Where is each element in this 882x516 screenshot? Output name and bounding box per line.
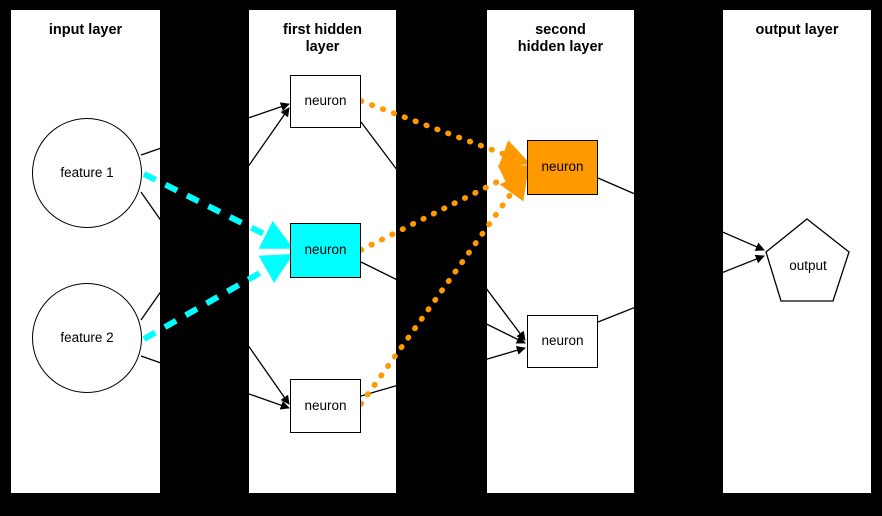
panel-title-first-hidden-layer: first hidden layer xyxy=(283,22,362,55)
node-hidden1-neuron-3[interactable] xyxy=(290,379,361,433)
node-hidden2-neuron-1[interactable] xyxy=(527,140,598,195)
panel-output-layer xyxy=(723,10,871,493)
panel-second-hidden-layer xyxy=(487,10,634,493)
panel-input-layer xyxy=(11,10,160,493)
panel-title-output-layer: output layer xyxy=(755,22,839,38)
node-feature-2[interactable] xyxy=(32,283,142,393)
node-hidden1-neuron-1[interactable] xyxy=(290,75,361,128)
node-hidden1-neuron-2[interactable] xyxy=(290,223,361,278)
panel-title-second-hidden-layer: second hidden layer xyxy=(517,22,604,55)
panel-title-input-layer: input layer xyxy=(48,22,123,38)
node-feature-1[interactable] xyxy=(32,118,142,228)
node-hidden2-neuron-2[interactable] xyxy=(527,315,598,368)
